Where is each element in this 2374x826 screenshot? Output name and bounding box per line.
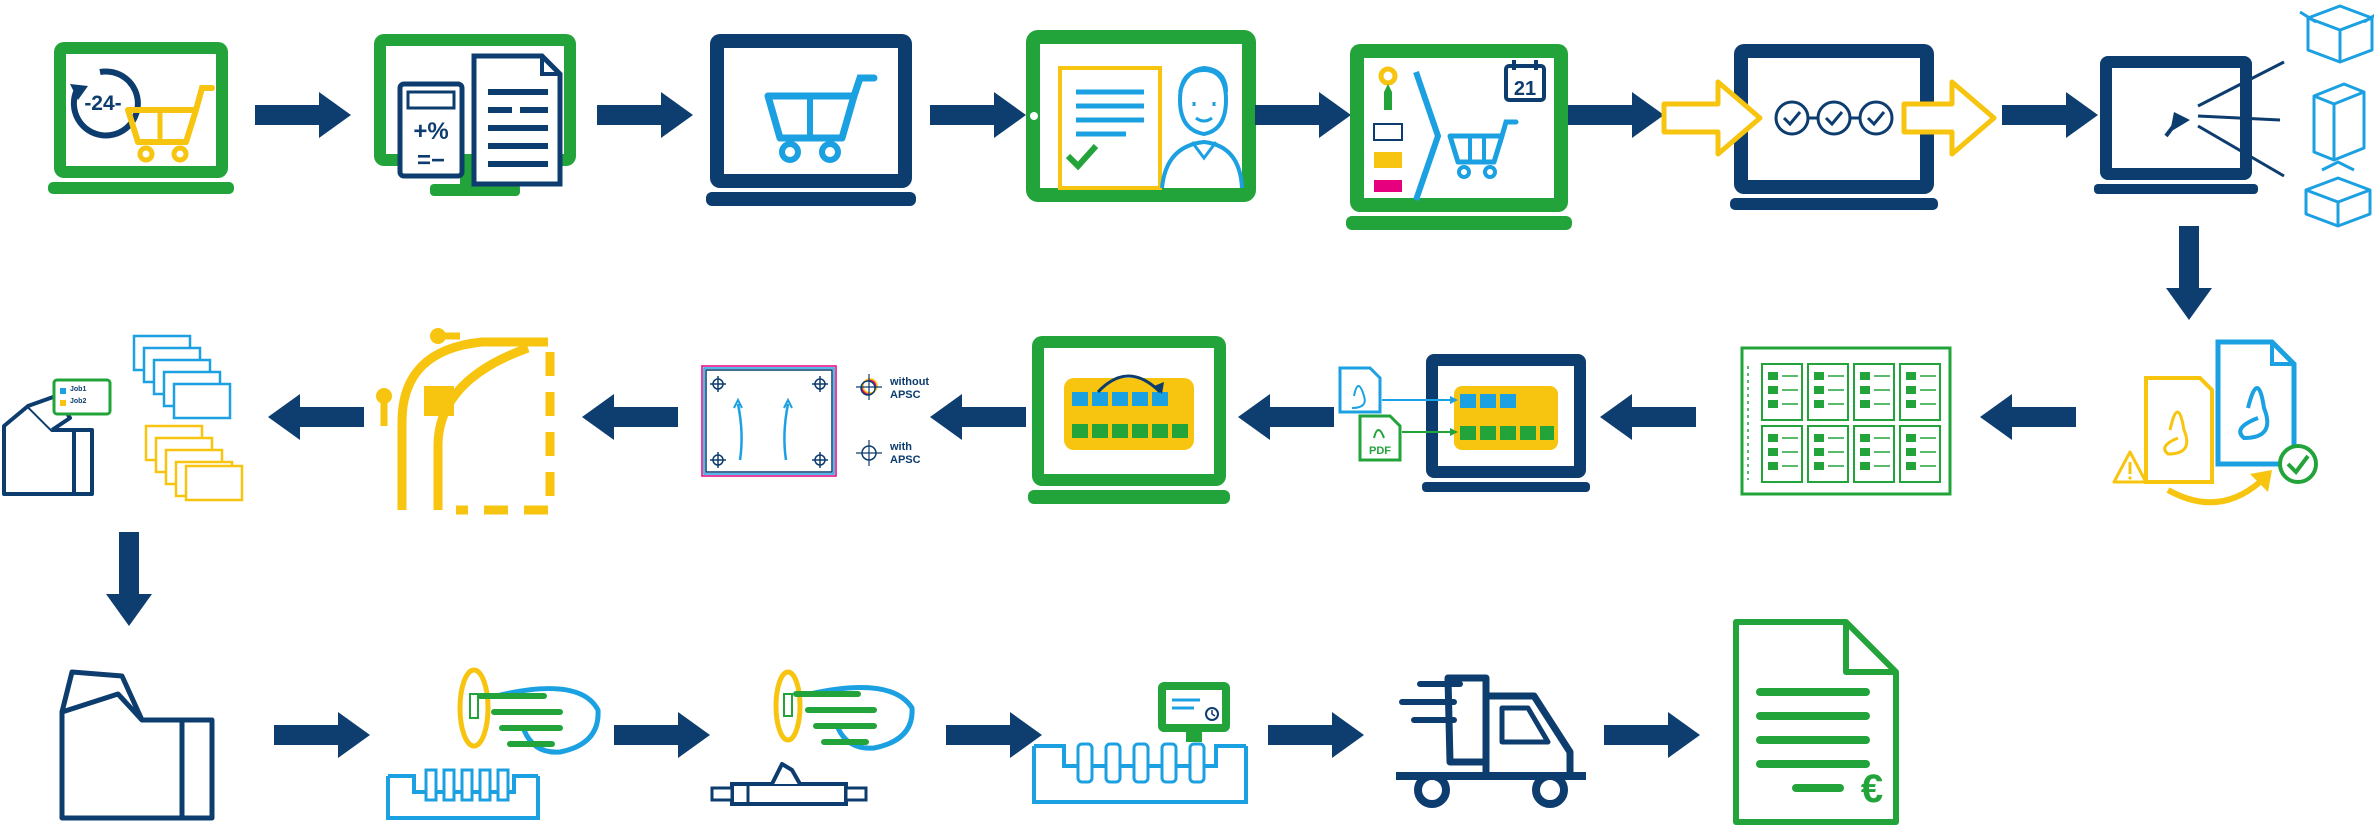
laptop-reorder-jobs-icon (1028, 334, 1230, 506)
svg-text:=−: =− (417, 147, 445, 174)
label-without: without (890, 376, 930, 388)
flow-arrow-right-icon (1255, 92, 1351, 138)
flow-arrow-right-icon (1268, 712, 1364, 758)
label-with-apsc: APSC (890, 454, 921, 466)
laptop-shopping-cart-icon (706, 34, 916, 210)
folding-box-icon (54, 664, 216, 824)
laptop-24h-shopping-cart-icon: -24- (48, 38, 234, 198)
delivery-truck-icon (1390, 672, 1588, 812)
pdf-label: PDF (1369, 445, 1391, 457)
flow-arrow-left-icon (1238, 394, 1334, 440)
hand-plate-mounting-icon (384, 666, 604, 822)
invoice-euro-icon: € (1730, 618, 1900, 826)
laptop-options-cart-calendar-icon: 21 (1346, 40, 1572, 232)
flow-arrow-right-icon (255, 92, 351, 138)
flow-arrow-left-icon (582, 394, 678, 440)
plate-registration-icon (700, 364, 840, 480)
flow-arrow-right-icon (614, 712, 710, 758)
imposition-sheet-icon (1740, 346, 1952, 496)
tablet-document-person-icon (1026, 30, 1256, 204)
register-mark-without-icon (854, 372, 884, 402)
monitor-calculator-document-icon: +% =− (374, 34, 576, 200)
flow-arrow-right-icon (946, 712, 1042, 758)
flow-arrow-left-icon (930, 394, 1026, 440)
calculator-symbols: +% (413, 118, 448, 145)
cutting-curve-icon (372, 326, 555, 516)
flow-arrow-right-icon (2002, 92, 2098, 138)
flow-arrow-down-icon (2166, 226, 2212, 320)
pdf-laptop-layout-icon: PDF (1336, 350, 1590, 494)
label-with: with (890, 441, 912, 453)
hand-plate-loading-icon (708, 666, 928, 818)
job2-label: Job2 (70, 398, 87, 405)
label-without-apsc: APSC (890, 389, 921, 401)
flow-arrow-right-icon (597, 92, 693, 138)
calendar-day: 21 (1514, 78, 1536, 100)
register-mark-with-icon (854, 438, 884, 468)
flow-arrow-right-icon (930, 92, 1026, 138)
job1-label: Job1 (70, 386, 87, 393)
job-sorting-icon (0, 330, 252, 502)
laptop-cursor-boxes-icon (2094, 0, 2374, 230)
euro-symbol: € (1861, 767, 1883, 811)
flow-arrow-down-icon (106, 532, 152, 626)
clock-badge: -24- (84, 92, 121, 115)
flow-arrow-right-icon (274, 712, 370, 758)
flow-arrow-left-icon (1600, 394, 1696, 440)
laptop-checkmarks-process-icon (1661, 42, 1997, 214)
flow-arrow-right-icon (1568, 92, 1664, 138)
flow-arrow-left-icon (268, 394, 364, 440)
flow-arrow-right-icon (1604, 712, 1700, 758)
press-with-display-icon (1030, 680, 1250, 806)
flow-arrow-left-icon (1980, 394, 2076, 440)
pdf-warning-check-icon (2108, 334, 2324, 510)
